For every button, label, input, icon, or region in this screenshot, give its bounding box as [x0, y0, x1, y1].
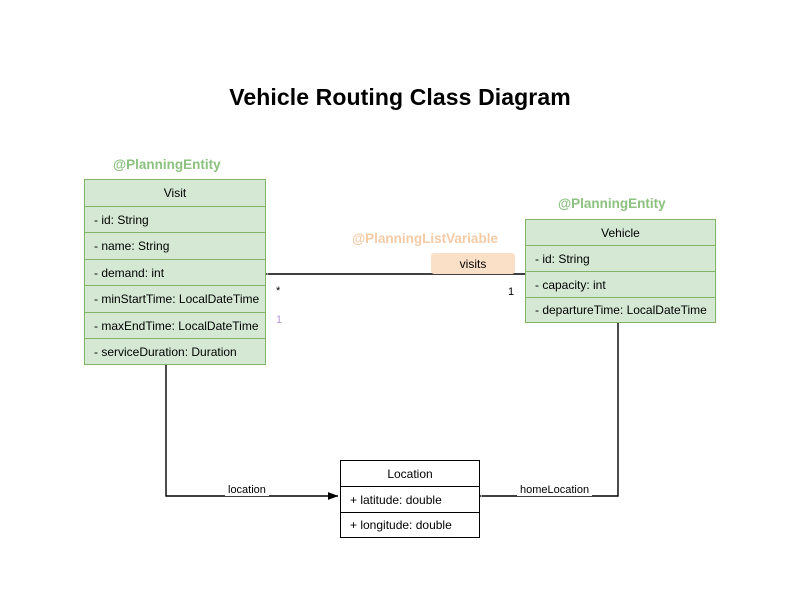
visits-target-multiplicity: *	[276, 285, 281, 297]
location-attribute: + latitude: double	[340, 486, 480, 512]
location-edge-label: location	[225, 484, 269, 496]
visit-stereotype: @PlanningEntity	[113, 157, 221, 172]
visits-role-badge[interactable]: visits	[431, 253, 515, 274]
location-class-name: Location	[340, 460, 480, 486]
vehicle-class-name: Vehicle	[525, 219, 716, 245]
vehicle-stereotype: @PlanningEntity	[558, 196, 666, 211]
visit-attribute: - demand: int	[84, 259, 266, 285]
vehicle-attribute: - capacity: int	[525, 271, 716, 297]
visit-attribute: - id: String	[84, 206, 266, 232]
visit-attribute: - maxEndTime: LocalDateTime	[84, 312, 266, 338]
page-title: Vehicle Routing Class Diagram	[229, 84, 571, 110]
visits-source-multiplicity: 1	[508, 286, 515, 298]
class-box-visit[interactable]: Visit - id: String - name: String - dema…	[84, 179, 266, 365]
location-attribute: + longitude: double	[340, 512, 480, 538]
visit-attribute: - minStartTime: LocalDateTime	[84, 285, 266, 312]
visit-attribute: - serviceDuration: Duration	[84, 338, 266, 365]
vehicle-attribute: - departureTime: LocalDateTime	[525, 297, 716, 323]
class-box-vehicle[interactable]: Vehicle - id: String - capacity: int - d…	[525, 219, 716, 323]
visits-inverse-multiplicity: 1	[276, 314, 283, 326]
class-box-location[interactable]: Location + latitude: double + longitude:…	[340, 460, 480, 538]
edge-visit-location	[165, 362, 339, 500]
visit-class-name: Visit	[84, 179, 266, 206]
edge-vehicle-home-location	[472, 322, 619, 500]
visit-attribute: - name: String	[84, 232, 266, 259]
vehicle-attribute: - id: String	[525, 245, 716, 271]
home-location-edge-label: homeLocation	[517, 484, 593, 496]
visits-stereotype: @PlanningListVariable	[352, 231, 498, 246]
